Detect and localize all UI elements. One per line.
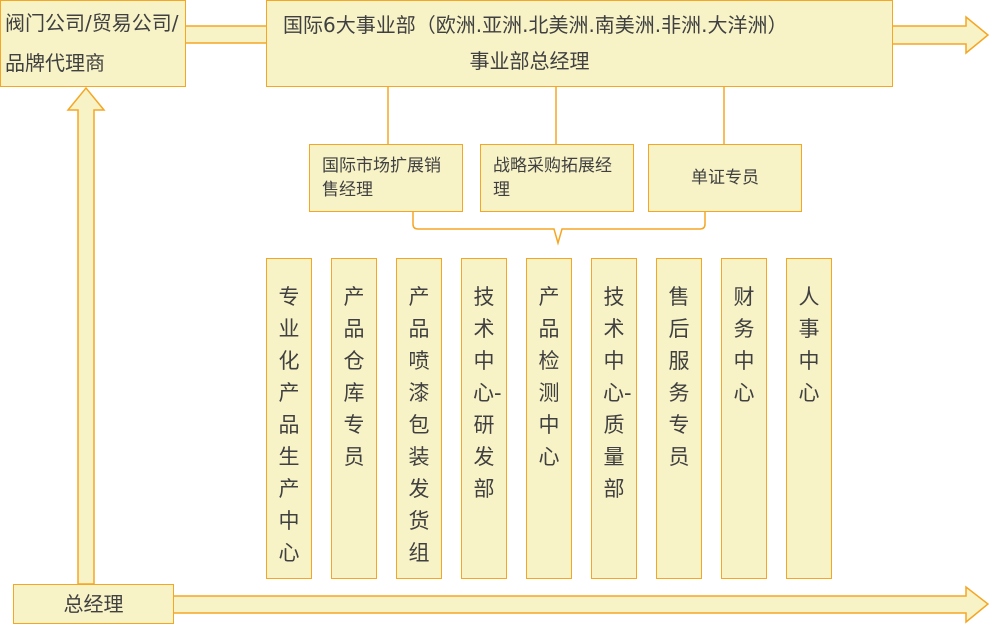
partner-link-arrow	[184, 25, 268, 44]
bracket	[412, 212, 706, 246]
partners-label: 阀门公司/贸易公司/品牌代理商	[5, 11, 179, 75]
manager-label: 单证专员	[691, 168, 759, 188]
up-arrow	[66, 86, 106, 585]
manager-label: 国际市场扩展销售经理	[322, 156, 441, 200]
department-label: 售后服务专员	[668, 285, 690, 469]
right-arrow-top	[891, 15, 989, 55]
department-box: 专业化产品生产中心	[266, 258, 312, 579]
department-box: 产品喷漆包装发货组	[396, 258, 442, 579]
department-box: 售后服务专员	[656, 258, 702, 579]
department-label: 技术中心-质量部	[603, 285, 632, 501]
department-box: 人事中心	[786, 258, 832, 579]
department-label: 专业化产品生产中心	[278, 285, 300, 565]
department-box: 技术中心-质量部	[591, 258, 637, 579]
department-label: 产品检测中心	[538, 285, 560, 469]
general-manager-label: 总经理	[63, 592, 124, 616]
manager-box: 战略采购拓展经理	[480, 144, 634, 212]
department-label: 产品喷漆包装发货组	[408, 285, 430, 565]
division-manager: 事业部总经理	[469, 49, 590, 73]
partners-box: 阀门公司/贸易公司/品牌代理商	[0, 0, 186, 87]
manager-box: 国际市场扩展销售经理	[309, 144, 463, 212]
department-label: 人事中心	[798, 285, 820, 405]
general-manager-box: 总经理	[13, 584, 174, 624]
department-label: 财务中心	[733, 285, 755, 405]
manager-label: 战略采购拓展经理	[493, 156, 612, 200]
division-title: 国际6大事业部（欧洲.亚洲.北美洲.南美洲.非洲.大洋洲）	[283, 13, 788, 37]
division-box: 国际6大事业部（欧洲.亚洲.北美洲.南美洲.非洲.大洋洲） 事业部总经理	[266, 0, 893, 87]
department-box: 产品检测中心	[526, 258, 572, 579]
right-arrow-bottom	[172, 585, 989, 624]
manager-box: 单证专员	[648, 144, 802, 212]
department-box: 技术中心-研发部	[461, 258, 507, 579]
department-label: 技术中心-研发部	[473, 285, 502, 501]
department-box: 财务中心	[721, 258, 767, 579]
department-label: 产品仓库专员	[343, 285, 365, 469]
department-box: 产品仓库专员	[331, 258, 377, 579]
